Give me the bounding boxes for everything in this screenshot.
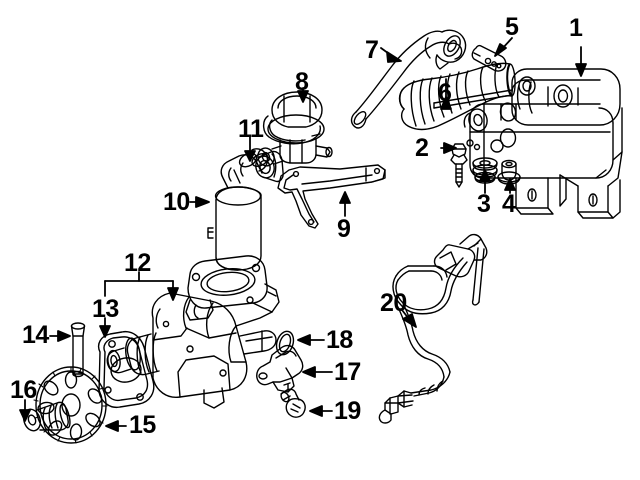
callout-label-14: 14 — [22, 321, 49, 349]
callout-label-8: 8 — [295, 68, 309, 96]
callout-label-1: 1 — [569, 14, 583, 42]
part-11-rubber-grommet — [255, 150, 284, 183]
callout-label-19: 19 — [334, 397, 361, 425]
callout-label-2: 2 — [415, 134, 429, 162]
callout-label-12: 12 — [124, 249, 151, 277]
callout-label-17: 17 — [334, 358, 361, 386]
callout-label-6: 6 — [438, 79, 452, 107]
callout-label-4: 4 — [502, 190, 516, 218]
callout-label-7: 7 — [365, 36, 379, 64]
callout-label-10: 10 — [163, 188, 190, 216]
part-18-o-ring-seal — [275, 330, 295, 356]
callout-label-11: 11 — [238, 115, 264, 143]
callout-label-15: 15 — [129, 411, 156, 439]
part-15-drive-sprocket — [33, 366, 108, 444]
callout-label-13: 13 — [92, 295, 119, 323]
callout-label-3: 3 — [477, 190, 491, 218]
callout-label-20: 20 — [380, 289, 407, 317]
part-12-vacuum-pump-assembly — [106, 255, 280, 409]
part-20-oxygen-sensor — [378, 233, 488, 424]
callout-label-9: 9 — [337, 215, 351, 243]
part-17-pressure-sensor — [256, 344, 304, 393]
part-6-corrugated-vacuum-hose — [398, 62, 516, 131]
part-7-smooth-vacuum-hose — [350, 29, 467, 129]
callout-label-16: 16 — [10, 376, 37, 404]
part-8-purge-valve — [257, 91, 333, 167]
part-9-mounting-bracket — [277, 164, 386, 229]
callout-label-18: 18 — [326, 326, 353, 354]
part-2-flange-bolt — [450, 143, 468, 188]
part-16-sprocket-bolt — [22, 401, 71, 432]
part-19-sensor-retaining-bolt — [280, 388, 306, 418]
callout-label-5: 5 — [505, 13, 519, 41]
part-10-filter-canister — [207, 148, 269, 271]
callout-leaders — [19, 37, 587, 432]
